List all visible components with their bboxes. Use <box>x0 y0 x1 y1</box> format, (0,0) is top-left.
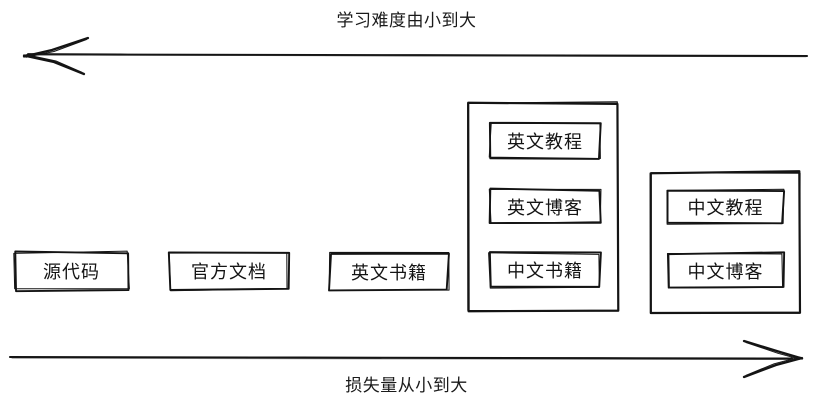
node-box[interactable]: 英文书籍 <box>330 253 448 290</box>
node-label: 中文书籍 <box>507 261 583 281</box>
top-axis-label: 学习难度由小到大 <box>336 11 477 30</box>
node-box[interactable]: 官方文档 <box>170 252 288 290</box>
node-label: 源代码 <box>43 262 100 282</box>
arrow-right-icon <box>742 339 804 379</box>
node-label: 英文书籍 <box>351 262 427 283</box>
node-box[interactable]: 源代码 <box>15 252 128 290</box>
node-box[interactable]: 中文博客 <box>668 253 783 288</box>
node-label: 官方文档 <box>191 262 267 282</box>
node-box[interactable]: 中文教程 <box>668 190 783 224</box>
node-label: 英文教程 <box>507 132 583 152</box>
bottom-axis-line <box>8 355 794 361</box>
top-axis-line <box>26 53 809 58</box>
bottom-axis-label: 损失量从小到大 <box>345 376 468 395</box>
node-label: 中文博客 <box>687 261 764 282</box>
node-label: 中文教程 <box>687 198 764 218</box>
node-box[interactable]: 中文书籍 <box>490 253 600 287</box>
arrow-left-icon <box>22 36 90 76</box>
node-label: 英文博客 <box>507 197 583 218</box>
node-box[interactable]: 英文博客 <box>490 190 600 223</box>
node-box[interactable]: 英文教程 <box>490 124 600 158</box>
